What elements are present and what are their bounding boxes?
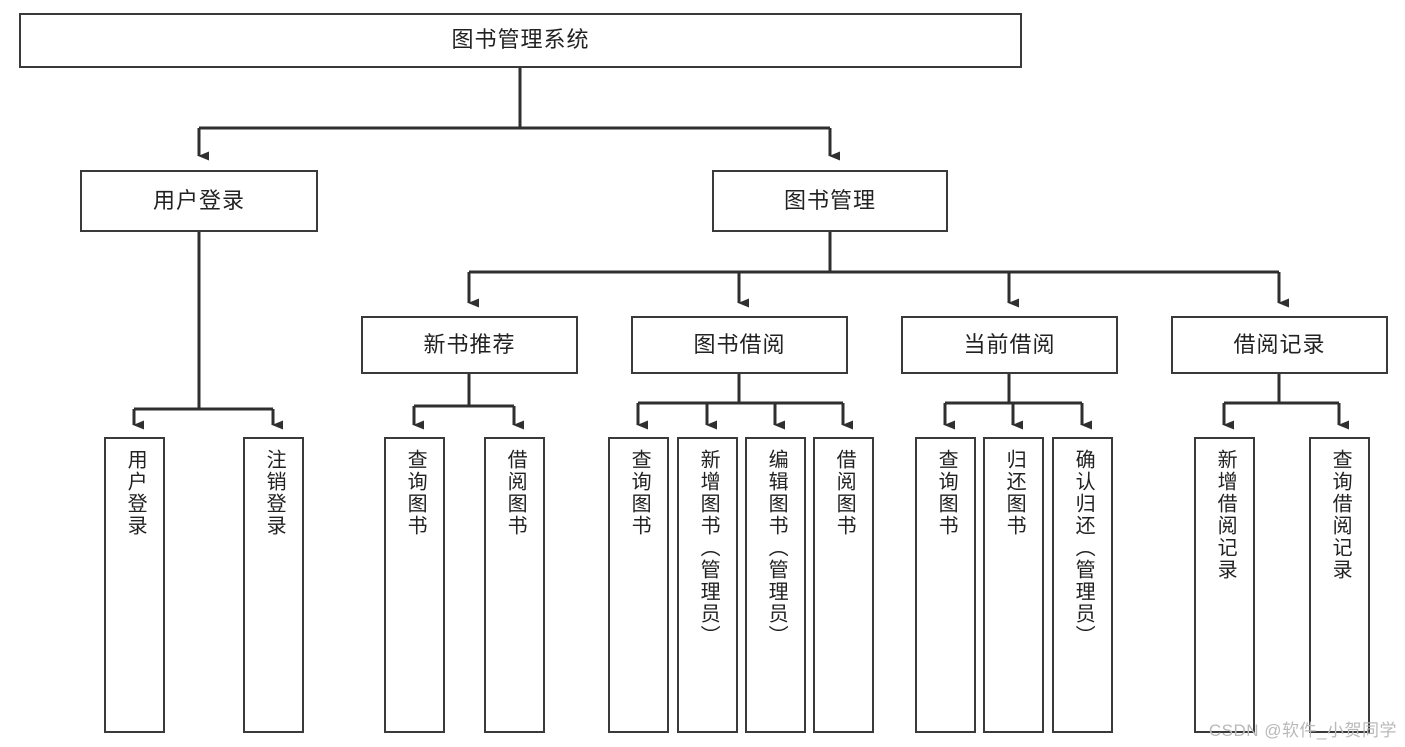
leaf-current-borrow-1-label: 归还图书 (1003, 449, 1026, 537)
leaf-new-book-1[interactable]: 借阅图书 (484, 437, 545, 733)
leaf-book-borrow-2-label: 编辑图书（管理员） (765, 449, 788, 647)
leaf-book-borrow-0-label: 查询图书 (628, 449, 651, 537)
leaf-user-login-1-label: 注销登录 (263, 449, 286, 537)
node-root-system[interactable]: 图书管理系统 (19, 13, 1022, 68)
leaf-user-login-0[interactable]: 用户登录 (104, 437, 165, 733)
leaf-book-borrow-1[interactable]: 新增图书（管理员） (677, 437, 738, 733)
leaf-borrow-record-0-label: 新增借阅记录 (1214, 449, 1237, 581)
leaf-current-borrow-0[interactable]: 查询图书 (915, 437, 976, 733)
node-book-borrow-label: 图书借阅 (693, 331, 786, 357)
leaf-user-login-0-label: 用户登录 (124, 449, 147, 537)
leaf-new-book-1-label: 借阅图书 (504, 449, 527, 537)
leaf-borrow-record-1[interactable]: 查询借阅记录 (1309, 437, 1370, 733)
node-user-login[interactable]: 用户登录 (80, 170, 318, 232)
node-borrow-record-label: 借阅记录 (1233, 331, 1326, 357)
leaf-current-borrow-1[interactable]: 归还图书 (983, 437, 1044, 733)
node-new-book-recommend-label: 新书推荐 (423, 331, 516, 357)
leaf-book-borrow-3[interactable]: 借阅图书 (813, 437, 874, 733)
watermark-text: CSDN @软件_小贺同学 (1208, 721, 1397, 740)
leaf-borrow-record-1-label: 查询借阅记录 (1329, 449, 1352, 581)
leaf-borrow-record-0[interactable]: 新增借阅记录 (1194, 437, 1255, 733)
node-user-login-label: 用户登录 (152, 187, 245, 213)
leaf-current-borrow-0-label: 查询图书 (935, 449, 958, 537)
leaf-book-borrow-2[interactable]: 编辑图书（管理员） (745, 437, 806, 733)
node-current-borrow-label: 当前借阅 (963, 331, 1056, 357)
node-borrow-record[interactable]: 借阅记录 (1171, 316, 1388, 374)
node-book-management[interactable]: 图书管理 (712, 170, 948, 232)
leaf-current-borrow-2-label: 确认归还（管理员） (1072, 449, 1095, 647)
leaf-user-login-1[interactable]: 注销登录 (243, 437, 304, 733)
leaf-current-borrow-2[interactable]: 确认归还（管理员） (1052, 437, 1113, 733)
leaf-new-book-0-label: 查询图书 (404, 449, 427, 537)
node-book-management-label: 图书管理 (783, 187, 876, 213)
leaf-book-borrow-1-label: 新增图书（管理员） (697, 449, 720, 647)
node-new-book-recommend[interactable]: 新书推荐 (361, 316, 578, 374)
node-book-borrow[interactable]: 图书借阅 (631, 316, 848, 374)
leaf-new-book-0[interactable]: 查询图书 (384, 437, 445, 733)
leaf-book-borrow-0[interactable]: 查询图书 (608, 437, 669, 733)
node-root-system-label: 图书管理系统 (451, 27, 590, 53)
node-current-borrow[interactable]: 当前借阅 (901, 316, 1118, 374)
leaf-book-borrow-3-label: 借阅图书 (833, 449, 856, 537)
